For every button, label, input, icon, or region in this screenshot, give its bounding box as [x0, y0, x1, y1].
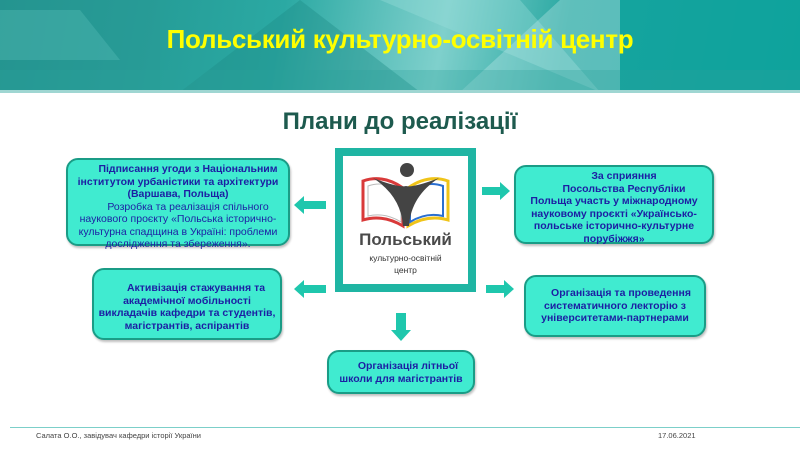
header-background: [0, 0, 800, 92]
box-mobility: Активізація стажування та академічної мо…: [92, 268, 282, 340]
text-line: Розробка та реалізація спільного: [107, 200, 269, 213]
text-line: науковому проєкті «Українсько-: [531, 207, 697, 220]
logo-subtext: культурно-освітній центр: [343, 252, 468, 276]
text-line: Організація та проведення: [551, 287, 691, 299]
text-line: інститутом урбаністики та архітектури: [77, 175, 279, 188]
arrow-right-icon: [482, 182, 510, 200]
text-line: За сприяння: [591, 170, 657, 182]
box-embassy-project: За сприяння Посольства Республіки Польща…: [514, 165, 714, 245]
header-divider: [0, 90, 800, 93]
text-line: наукового проєкту «Польська історично-: [79, 213, 277, 225]
text-line: Посольства Республіки: [562, 182, 686, 195]
footer-divider: [10, 427, 800, 428]
arrow-down-icon: [391, 313, 411, 341]
text-line: систематичного лекторію з: [544, 299, 686, 312]
box-summer-school: Організація літньої школи для магістрант…: [327, 350, 475, 394]
text-line: польське історично-культурне: [533, 220, 695, 232]
box-lectures: Організація та проведення систематичного…: [524, 275, 706, 337]
text-line: дослідження та збереження».: [105, 238, 251, 250]
book-person-logo-icon: [361, 163, 450, 229]
arrow-right-icon: [486, 280, 514, 298]
footer-date: 17.06.2021: [658, 431, 696, 440]
logo-subtext-line: культурно-освітній: [369, 253, 442, 263]
text-line: Польща участь у міжнародному: [530, 195, 698, 207]
text-line: викладачів кафедри та студентів,: [98, 307, 276, 319]
footer-author: Салата О.О., завідувач кафедри історії У…: [36, 431, 201, 440]
text-line: Підписання угоди з Національним: [98, 163, 278, 175]
text-line: академічної мобільності: [123, 294, 251, 307]
text-line: Активізація стажування та: [126, 282, 266, 294]
text-line: культурна спадщина в Україні: проблеми: [78, 225, 278, 238]
slide-subtitle: Плани до реалізації: [282, 108, 518, 135]
text-line: порубіжжя»: [583, 232, 645, 245]
arrow-left-icon: [294, 280, 326, 298]
center-logo-frame: Польський культурно-освітній центр: [335, 148, 476, 292]
text-line: школи для магістрантів: [339, 372, 463, 385]
text-line: Організація літньої: [357, 360, 459, 372]
box-agreement: Підписання угоди з Національним інститут…: [66, 158, 290, 250]
text-line: (Варшава, Польща): [127, 188, 229, 200]
header-banner: Польський культурно-освітній центр: [0, 0, 800, 92]
text-line: університетами-партнерами: [541, 312, 689, 324]
logo-text: Польський: [359, 230, 452, 249]
slide-title: Польський культурно-освітній центр: [166, 24, 634, 54]
logo-subtext-line: центр: [394, 265, 417, 275]
arrow-left-icon: [294, 196, 326, 214]
text-line: магістрантів, аспірантів: [124, 319, 250, 332]
